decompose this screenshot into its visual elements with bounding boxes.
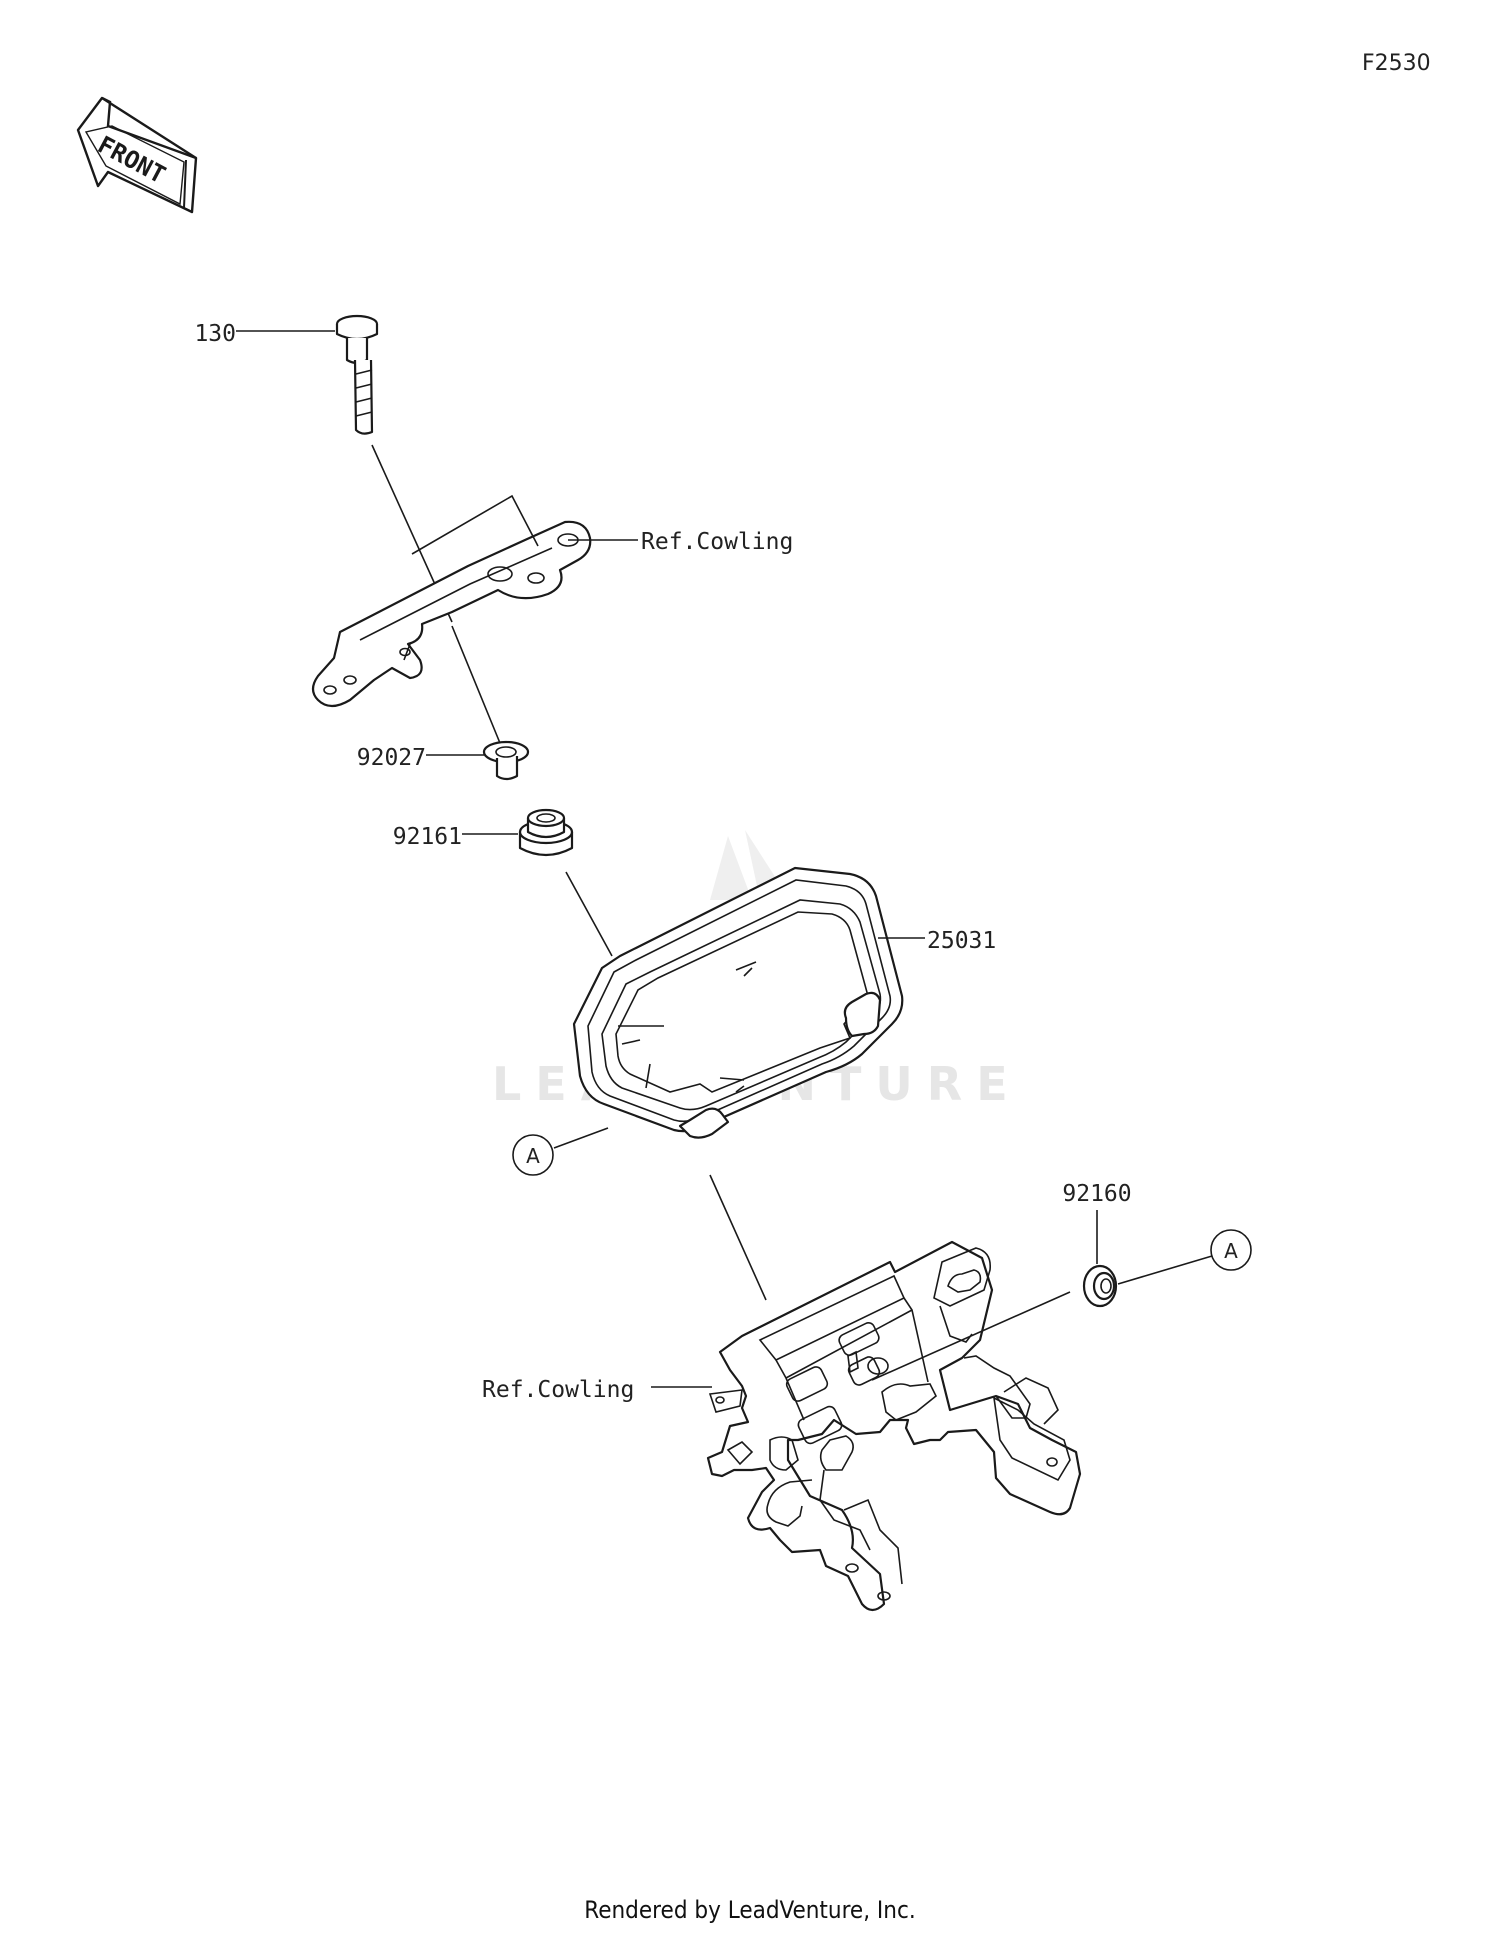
- grommet-centerline: [565, 871, 613, 957]
- bolt-130: [335, 314, 379, 435]
- callout-92161: 92161: [393, 824, 462, 850]
- upper-bracket: [311, 520, 592, 708]
- grommet-92160: [1082, 1264, 1118, 1308]
- front-arrow-icon: FRONT: [76, 96, 198, 214]
- ref-a-right-leader: [1117, 1255, 1213, 1285]
- callout-ref-cowling-upper: Ref.Cowling: [641, 529, 793, 555]
- ref-cowling-upper-leader-bracket: [411, 494, 539, 555]
- callout-ref-a-left: A: [526, 1144, 540, 1168]
- meter-25031: [572, 866, 904, 1139]
- collar-92027: [482, 740, 530, 781]
- callout-ref-a-right: A: [1224, 1239, 1238, 1263]
- meter-centerline: [709, 1174, 767, 1301]
- ref-a-left-circle: [512, 1134, 554, 1176]
- callout-92027: 92027: [357, 745, 426, 771]
- callout-92160: 92160: [1062, 1181, 1131, 1207]
- callout-ref-cowling-lower: Ref.Cowling: [482, 1377, 634, 1403]
- callout-25031: 25031: [927, 928, 996, 954]
- collar-centerline: [451, 625, 503, 749]
- ref-a-left-leader: [553, 1127, 609, 1149]
- callout-130: 130: [194, 321, 236, 347]
- ref-a-right-circle: [1210, 1229, 1252, 1271]
- lower-bracket: [706, 1240, 1082, 1612]
- grommet-lower-centerline: [871, 1291, 1071, 1381]
- footer-credit: Rendered by LeadVenture, Inc.: [584, 1896, 915, 1924]
- grommet-92161: [518, 808, 574, 857]
- figure-code: F2530: [1362, 51, 1431, 76]
